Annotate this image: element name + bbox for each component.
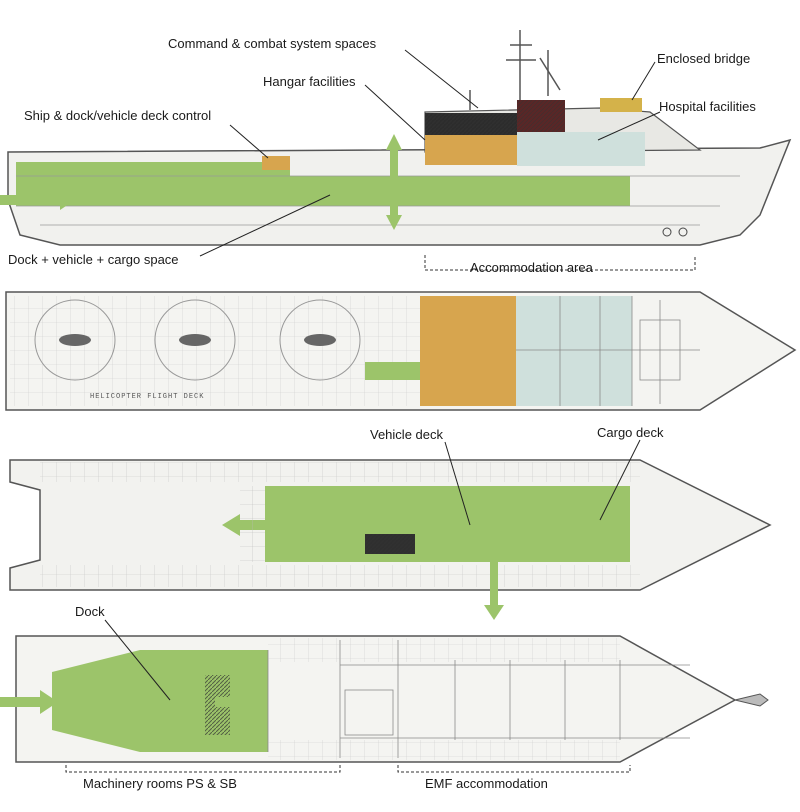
vehicle-deck-green <box>265 486 630 562</box>
vehicle-deck-down-arrow <box>484 560 504 620</box>
label-ship-dock-control: Ship & dock/vehicle deck control <box>24 108 211 123</box>
flight-deck-grid <box>10 296 420 406</box>
label-command-spaces: Command & combat system spaces <box>168 36 377 51</box>
flight-deck-hospital <box>516 296 632 406</box>
profile-vertical-arrow <box>386 134 402 230</box>
hangar-block <box>425 135 517 165</box>
accommodation-bracket <box>424 255 696 271</box>
label-hangar-facilities: Hangar facilities <box>263 74 356 89</box>
dock-deck-grid-bottom <box>268 740 620 760</box>
vehicle-deck-grid <box>40 462 640 482</box>
vehicle-deck-plan <box>9 459 772 620</box>
label-enclosed-bridge: Enclosed bridge <box>657 51 750 66</box>
label-cargo-deck: Cargo deck <box>597 425 664 440</box>
profile-view <box>0 30 792 271</box>
label-hospital-facilities: Hospital facilities <box>659 99 756 114</box>
helicopter-spots <box>34 299 361 381</box>
ship-control-block <box>262 156 290 170</box>
flight-deck-plan: HELICOPTER FLIGHT DECK <box>5 291 797 411</box>
profile-cargo-space <box>430 176 630 206</box>
label-vehicle-deck: Vehicle deck <box>370 427 443 442</box>
label-dock-vehicle-cargo: Dock + vehicle + cargo space <box>8 252 179 267</box>
vehicle-deck-aft-zone <box>240 486 265 562</box>
dock-forward-arrow <box>215 690 250 714</box>
hospital-block <box>517 132 645 166</box>
leader-lines <box>104 49 661 701</box>
label-accommodation-area: Accommodation area <box>470 260 594 275</box>
profile-stern-arrow <box>0 190 75 210</box>
label-emf-accommodation: EMF accommodation <box>425 776 548 791</box>
command-spaces-hatch <box>425 113 517 135</box>
profile-deck-lines <box>16 175 740 226</box>
vehicle-deck-grid-lower <box>40 565 640 587</box>
label-dock: Dock <box>75 604 105 619</box>
machinery-bracket <box>65 765 341 773</box>
enclosed-bridge-block <box>600 98 642 112</box>
flight-deck-compartments <box>516 296 700 406</box>
dock-deck-compartments <box>267 640 690 758</box>
bridge-hatch <box>517 100 565 132</box>
label-machinery-rooms: Machinery rooms PS & SB <box>83 776 237 791</box>
mast <box>469 30 561 110</box>
vehicle-deck-hatch <box>365 534 415 554</box>
flight-deck-green-patch <box>365 362 420 380</box>
helicopter-icons <box>59 334 336 346</box>
dock-stern-arrow <box>0 690 58 714</box>
dock-deck-grid-top <box>268 638 620 662</box>
bow-tip <box>734 693 769 707</box>
dock-deck-plan <box>0 635 769 773</box>
flight-deck-hangar <box>420 296 516 406</box>
profile-vehicle-space <box>290 176 430 206</box>
flight-deck-text: HELICOPTER FLIGHT DECK <box>90 393 204 401</box>
emf-bracket <box>397 765 631 773</box>
